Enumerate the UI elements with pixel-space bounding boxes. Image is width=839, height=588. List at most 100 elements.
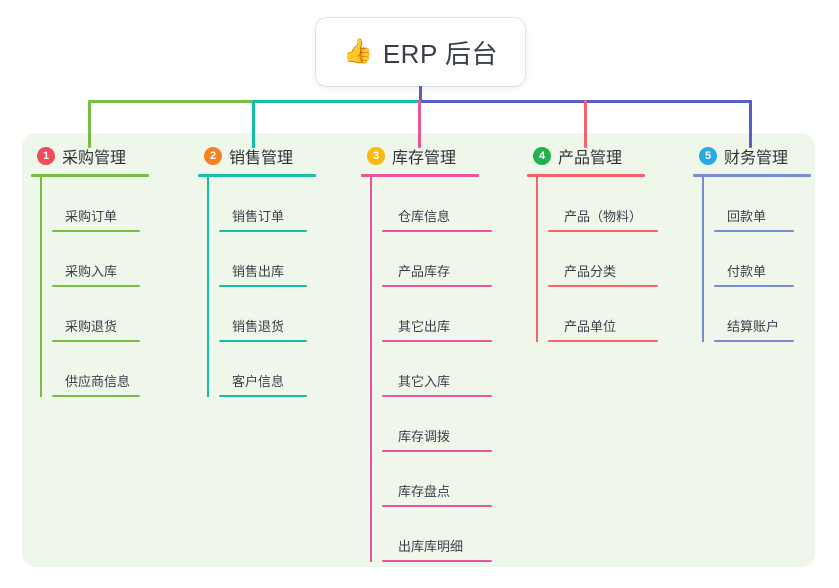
leaf-spine-2	[207, 177, 209, 397]
leaf-node-label: 其它入库	[398, 374, 451, 389]
drop-connector-3	[418, 100, 421, 148]
leaf-node[interactable]: 销售退货	[219, 287, 365, 342]
leaf-node[interactable]: 回款单	[714, 177, 839, 232]
branch-badge-3: 3	[367, 147, 385, 165]
branch-title-4: 产品管理	[558, 150, 623, 167]
branch-header-rule-3	[361, 174, 479, 177]
branch-header-1[interactable]: 1 采购管理	[28, 145, 198, 167]
leaf-node-label: 付款单	[727, 264, 767, 279]
leaf-node-label: 仓库信息	[398, 209, 451, 224]
branch-header-5[interactable]: 5 财务管理	[690, 145, 839, 167]
leaf-list-1: 采购订单采购入库采购退货供应商信息	[40, 177, 198, 397]
leaf-node-label: 库存调拨	[398, 429, 451, 444]
leaf-node-rule	[219, 230, 307, 232]
branch-badge-5: 5	[699, 147, 717, 165]
root-node-erp-backend[interactable]: 👍 ERP 后台	[316, 18, 525, 86]
leaf-node-label: 产品分类	[564, 264, 617, 279]
branch-header-rule-2	[198, 174, 316, 177]
branch-column-4: 4 产品管理 产品（物料） 产品分类产品单位	[524, 145, 694, 342]
leaf-node-label: 其它出库	[398, 319, 451, 334]
bus-segment-teal	[252, 100, 419, 103]
leaf-node[interactable]: 销售订单	[219, 177, 365, 232]
bus-segment-green	[88, 100, 253, 103]
leaf-node-rule	[382, 285, 492, 287]
leaf-node[interactable]: 采购订单	[52, 177, 198, 232]
leaf-node[interactable]: 出库库明细	[382, 507, 528, 562]
leaf-node[interactable]: 产品（物料）	[548, 177, 694, 232]
leaf-node-label: 客户信息	[232, 374, 285, 389]
leaf-node-label: 产品单位	[564, 319, 617, 334]
branch-title-3: 库存管理	[392, 150, 457, 167]
leaf-node-label: 结算账户	[727, 319, 780, 334]
leaf-node[interactable]: 仓库信息	[382, 177, 528, 232]
leaf-node-rule	[219, 395, 307, 397]
root-stem-connector	[419, 86, 422, 102]
leaf-node-rule	[548, 340, 658, 342]
branch-column-1: 1 采购管理 采购订单采购入库采购退货供应商信息	[28, 145, 198, 397]
leaf-list-5: 回款单付款单结算账户	[702, 177, 839, 342]
leaf-node-rule	[219, 340, 307, 342]
branch-title-2: 销售管理	[229, 150, 294, 167]
drop-connector-5	[749, 100, 752, 148]
branch-header-3[interactable]: 3 库存管理	[358, 145, 528, 167]
leaf-node-label: 销售退货	[232, 319, 285, 334]
leaf-node[interactable]: 客户信息	[219, 342, 365, 397]
branch-column-5: 5 财务管理 回款单付款单结算账户	[690, 145, 839, 342]
leaf-node[interactable]: 付款单	[714, 232, 839, 287]
leaf-node-label: 销售订单	[232, 209, 285, 224]
leaf-node-rule	[548, 230, 658, 232]
leaf-node[interactable]: 供应商信息	[52, 342, 198, 397]
branch-title-5: 财务管理	[724, 150, 789, 167]
leaf-node-rule	[548, 285, 658, 287]
leaf-node-label: 采购订单	[65, 209, 118, 224]
leaf-node[interactable]: 产品单位	[548, 287, 694, 342]
leaf-node-rule	[382, 560, 492, 562]
leaf-node-rule	[382, 505, 492, 507]
leaf-node[interactable]: 其它出库	[382, 287, 528, 342]
thumbs-up-icon: 👍	[342, 38, 373, 65]
branch-column-2: 2 销售管理 销售订单销售出库销售退货客户信息	[195, 145, 365, 397]
leaf-spine-1	[40, 177, 42, 397]
leaf-node-rule	[52, 230, 140, 232]
branch-header-2[interactable]: 2 销售管理	[195, 145, 365, 167]
leaf-node-label: 出库库明细	[398, 539, 464, 554]
leaf-node[interactable]: 结算账户	[714, 287, 839, 342]
leaf-node-label: 采购退货	[65, 319, 118, 334]
branch-column-3: 3 库存管理 仓库信息产品库存其它出库其它入库库存调拨库存盘点出库库明细	[358, 145, 528, 562]
leaf-node-rule	[382, 340, 492, 342]
leaf-node-rule	[52, 395, 140, 397]
branch-title-1: 采购管理	[62, 150, 127, 167]
leaf-node-rule	[219, 285, 307, 287]
leaf-node[interactable]: 库存盘点	[382, 452, 528, 507]
leaf-spine-3	[370, 177, 372, 562]
leaf-node[interactable]: 库存调拨	[382, 397, 528, 452]
leaf-node-rule	[714, 285, 794, 287]
branch-header-rule-4	[527, 174, 645, 177]
branch-header-rule-5	[693, 174, 811, 177]
leaf-node-label: 采购入库	[65, 264, 118, 279]
leaf-node-label: 产品（物料）	[564, 209, 643, 224]
branch-badge-2: 2	[204, 147, 222, 165]
branch-header-4[interactable]: 4 产品管理	[524, 145, 694, 167]
branch-header-rule-1	[31, 174, 149, 177]
leaf-node-label: 供应商信息	[65, 374, 131, 389]
leaf-node[interactable]: 采购退货	[52, 287, 198, 342]
leaf-spine-5	[702, 177, 704, 342]
leaf-node-rule	[382, 230, 492, 232]
leaf-node-rule	[714, 230, 794, 232]
leaf-node-rule	[52, 285, 140, 287]
leaf-node[interactable]: 销售出库	[219, 232, 365, 287]
leaf-node-label: 库存盘点	[398, 484, 451, 499]
branches-panel	[22, 133, 815, 567]
leaf-node[interactable]: 产品库存	[382, 232, 528, 287]
leaf-node[interactable]: 采购入库	[52, 232, 198, 287]
branch-badge-1: 1	[37, 147, 55, 165]
leaf-node[interactable]: 产品分类	[548, 232, 694, 287]
leaf-node-rule	[714, 340, 794, 342]
leaf-node-label: 销售出库	[232, 264, 285, 279]
drop-connector-2	[252, 100, 255, 148]
leaf-list-4: 产品（物料） 产品分类产品单位	[536, 177, 694, 342]
leaf-node[interactable]: 其它入库	[382, 342, 528, 397]
leaf-node-rule	[52, 340, 140, 342]
leaf-list-2: 销售订单销售出库销售退货客户信息	[207, 177, 365, 397]
